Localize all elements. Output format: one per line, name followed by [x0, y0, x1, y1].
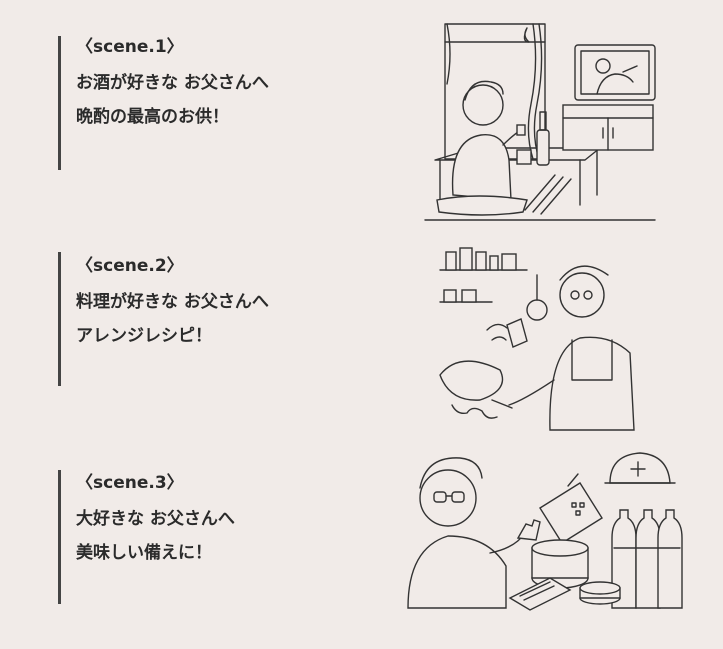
scene-2-illustration [439, 247, 635, 431]
scene-2-line-2: アレンジレシピ！ [76, 326, 212, 346]
scene-2-label: 〈scene.2〉 [76, 256, 184, 276]
scene-1-line-1: お酒が好きな お父さんへ [76, 73, 269, 93]
scene-3-label: 〈scene.3〉 [76, 473, 184, 493]
scene-3-illustration [407, 452, 683, 611]
scene-2-line-1: 料理が好きな お父さんへ [76, 292, 269, 312]
scene-3-bar [58, 470, 61, 604]
scene-2-bar [58, 252, 61, 386]
scene-3-line-2: 美味しい備えに！ [76, 543, 212, 563]
scene-3-text: 〈scene.3〉 大好きな お父さんへ 美味しい備えに！ [76, 472, 235, 570]
scene-1-text: 〈scene.1〉 お酒が好きな お父さんへ 晩酌の最高のお供！ [76, 36, 269, 134]
scene-1-line-2: 晩酌の最高のお供！ [76, 107, 229, 127]
scene-1-bar [58, 36, 61, 170]
scene-1-label: 〈scene.1〉 [76, 37, 184, 57]
scene-1-illustration [424, 23, 656, 221]
scene-3-line-1: 大好きな お父さんへ [76, 509, 235, 529]
scene-2-text: 〈scene.2〉 料理が好きな お父さんへ アレンジレシピ！ [76, 255, 269, 353]
